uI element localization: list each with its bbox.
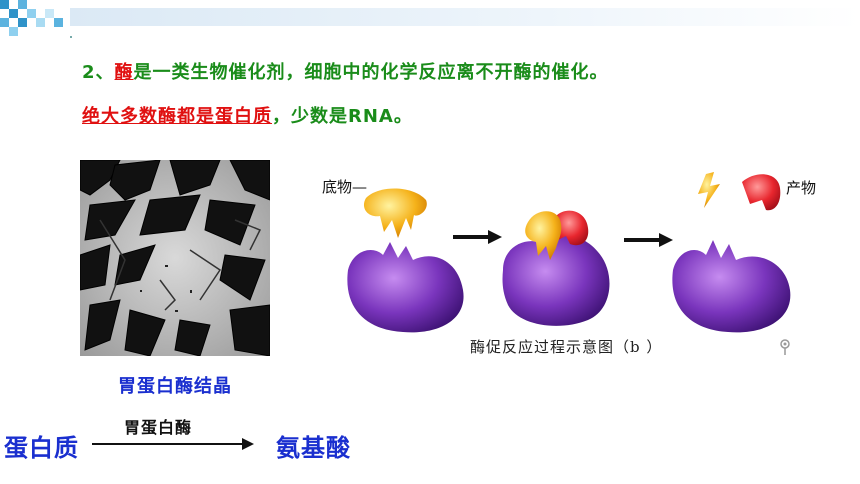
enzyme-reaction-diagram <box>347 172 791 333</box>
diagram-caption: 酶促反应过程示意图（b ） <box>470 338 663 356</box>
corner-decoration <box>0 0 100 40</box>
reactant-protein: 蛋白质 <box>4 434 79 462</box>
statement-enzyme-nature: 绝大多数酶都是蛋白质，少数是RNA。 <box>82 102 413 128</box>
keyword-enzyme: 酶 <box>114 62 134 83</box>
product-amino-acid: 氨基酸 <box>276 434 351 462</box>
enzyme-substrate-complex <box>502 210 610 326</box>
protein-statement: 绝大多数酶都是蛋白质 <box>82 106 272 127</box>
pepsin-crystal-image <box>80 160 270 356</box>
reaction-arrow-1 <box>453 230 502 244</box>
product-yellow <box>698 172 720 208</box>
catalyst-pepsin: 胃蛋白酶 <box>124 418 193 437</box>
statement-enzyme-definition: 2、酶是一类生物催化剂，细胞中的化学反应离不开酶的催化。 <box>82 58 609 84</box>
reaction-arrow-2 <box>624 233 673 247</box>
substrate-molecule <box>363 188 427 238</box>
decorative-dot <box>70 36 72 38</box>
item-number: 2、 <box>82 62 115 83</box>
definition-text: 是一类生物催化剂，细胞中的化学反应离不开酶的催化。 <box>133 62 609 83</box>
header-bar <box>70 8 860 26</box>
enzyme-stage-3 <box>672 240 791 333</box>
substrate-label: 底物— <box>322 178 368 196</box>
product-label: 产物 <box>786 179 817 197</box>
enzyme-stage-1 <box>347 242 464 333</box>
product-red <box>742 174 781 211</box>
photo-caption: 胃蛋白酶结晶 <box>118 376 232 397</box>
reaction-arrow <box>92 438 254 450</box>
rna-statement: ，少数是RNA。 <box>272 106 413 127</box>
pin-icon <box>780 339 790 355</box>
